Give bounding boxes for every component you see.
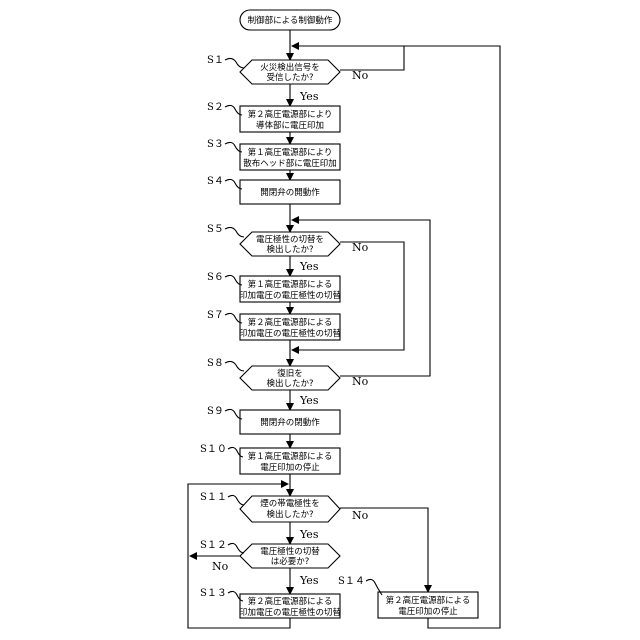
step-s10-line1: 第１高圧電源部による xyxy=(248,451,333,462)
step-s3-line1: 第１高圧電源部により xyxy=(248,147,333,158)
connectors xyxy=(188,30,500,628)
step-s8-decision: 復旧を 検出したか? xyxy=(240,366,340,390)
step-s8-line2: 検出したか? xyxy=(266,378,313,389)
label-s8: S８ xyxy=(207,358,224,369)
no-label-s11: No xyxy=(352,509,369,522)
step-s1-decision: 火災検出信号を 受信したか? xyxy=(240,60,340,84)
step-s3-line2: 散布ヘッド部に電圧印加 xyxy=(243,158,337,169)
step-s2-line2: 導体部に電圧印加 xyxy=(256,120,324,131)
no-label-s8: No xyxy=(352,375,369,388)
step-s7-line2: 印加電圧の電圧極性の切替 xyxy=(239,328,342,339)
step-s7-line1: 第２高圧電源部による xyxy=(248,317,333,328)
step-s12-decision: 電圧極性の切替 は必要か? xyxy=(240,544,340,568)
label-s14: S１４ xyxy=(338,576,365,587)
step-s10-line2: 電圧印加の停止 xyxy=(260,462,320,473)
label-s9: S９ xyxy=(207,406,224,417)
step-s10-process: 第１高圧電源部による 電圧印加の停止 xyxy=(240,448,340,474)
step-s9-process: 開閉弁の閉動作 xyxy=(240,410,340,434)
step-s13-line2: 印加電圧の電圧極性の切替 xyxy=(239,607,342,618)
label-s2: S２ xyxy=(207,102,224,113)
yes-label-s11: Yes xyxy=(299,528,319,541)
label-s1: S１ xyxy=(207,55,224,66)
step-s8-line1: 復旧を xyxy=(277,368,303,379)
yes-label-s8: Yes xyxy=(299,394,319,407)
step-s3-process: 第１高圧電源部により 散布ヘッド部に電圧印加 xyxy=(240,144,340,170)
no-label-s5: No xyxy=(352,241,369,254)
step-s11-line1: 煙の帯電極性を xyxy=(260,498,320,509)
step-s6-process: 第１高圧電源部による 印加電圧の電圧極性の切替 xyxy=(239,276,342,302)
step-s11-line2: 検出したか? xyxy=(266,509,313,520)
step-s1-line2: 受信したか? xyxy=(266,72,313,83)
no-label-s1: No xyxy=(352,69,369,82)
no-label-s12: No xyxy=(212,560,229,573)
step-s11-decision: 煙の帯電極性を 検出したか? xyxy=(240,496,340,522)
step-s9-line1: 開閉弁の閉動作 xyxy=(260,417,320,428)
label-s7: S７ xyxy=(207,310,224,321)
step-s14-line1: 第２高圧電源部による xyxy=(386,595,471,606)
step-s2-process: 第２高圧電源部により 導体部に電圧印加 xyxy=(240,106,340,132)
step-s4-process: 開閉弁の開動作 xyxy=(240,180,340,204)
step-s7-process: 第２高圧電源部による 印加電圧の電圧極性の切替 xyxy=(239,314,342,340)
step-s14-process: 第２高圧電源部による 電圧印加の停止 xyxy=(378,592,478,618)
step-s2-line1: 第２高圧電源部により xyxy=(248,109,333,120)
step-s1-line1: 火災検出信号を xyxy=(260,62,320,73)
label-s4: S４ xyxy=(207,176,224,187)
step-s13-process: 第２高圧電源部による 印加電圧の電圧極性の切替 xyxy=(239,594,342,618)
yes-label-s5: Yes xyxy=(299,260,319,273)
start-terminal: 制御部による制御動作 xyxy=(240,10,340,30)
step-s5-decision: 電圧極性の切替を 検出したか? xyxy=(240,232,340,256)
step-s6-line1: 第１高圧電源部による xyxy=(248,279,333,290)
start-label: 制御部による制御動作 xyxy=(248,15,333,26)
label-s11: S１１ xyxy=(200,492,227,503)
step-s12-line1: 電圧極性の切替 xyxy=(260,546,320,557)
step-s5-line1: 電圧極性の切替を xyxy=(256,234,324,245)
yes-label-s1: Yes xyxy=(299,90,319,103)
step-s6-line2: 印加電圧の電圧極性の切替 xyxy=(239,290,342,301)
step-s14-line2: 電圧印加の停止 xyxy=(398,606,458,617)
step-s12-line2: は必要か? xyxy=(271,556,310,567)
label-s6: S６ xyxy=(207,272,224,283)
label-s5: S５ xyxy=(207,224,224,235)
yes-label-s12: Yes xyxy=(299,574,319,587)
label-s10: S１０ xyxy=(200,444,227,455)
label-s13: S１３ xyxy=(200,588,227,599)
label-s12: S１２ xyxy=(200,540,227,551)
step-s13-line1: 第２高圧電源部による xyxy=(248,596,333,607)
label-s3: S３ xyxy=(207,139,224,150)
step-s4-line1: 開閉弁の開動作 xyxy=(260,187,320,198)
step-s5-line2: 検出したか? xyxy=(266,244,313,255)
